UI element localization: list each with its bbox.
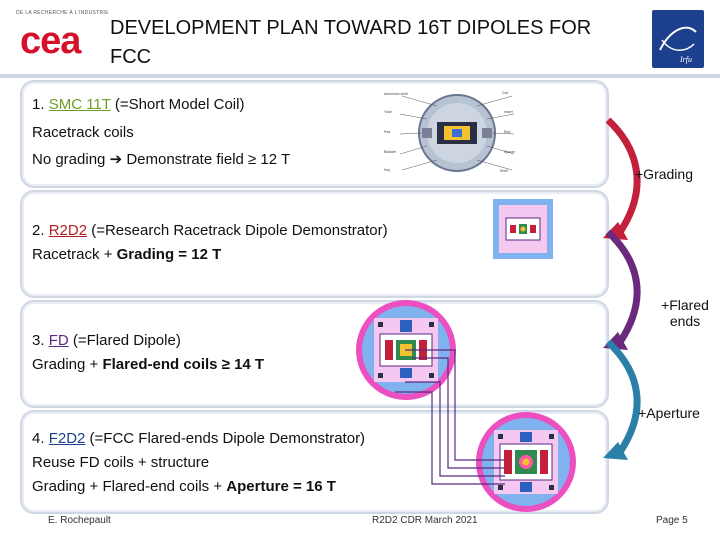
step-3-line2-b: Flared-end coils ≥ 14 T <box>102 356 265 373</box>
svg-text:Shell: Shell <box>500 169 508 173</box>
step-3-name: FD <box>48 332 69 349</box>
step-4-line3: Grading + Flared-end coils + Aperture = … <box>32 478 336 495</box>
step-4-desc: (=FCC Flared-ends Dipole Demonstrator) <box>89 430 366 447</box>
svg-text:Pad: Pad <box>384 130 390 134</box>
step-3-box: 3. FD (=Flared Dipole) Grading + Flared-… <box>20 300 609 408</box>
step-2-line2-b: Grading = 12 T <box>116 246 222 263</box>
step-1-line2: Racetrack coils <box>32 124 134 141</box>
svg-text:Coil: Coil <box>502 91 508 95</box>
step-4-name: F2D2 <box>48 430 86 447</box>
step-2-name: R2D2 <box>48 222 88 239</box>
step-1-box: 1. SMC 11T (=Short Model Coil) Racetrack… <box>20 80 609 188</box>
step-4-title: 4. F2D2 (=FCC Flared-ends Dipole Demonst… <box>32 430 365 447</box>
svg-text:Rod: Rod <box>504 130 510 134</box>
slide-title-line2: FCC <box>110 46 152 68</box>
footer-event: R2D2 CDR March 2021 <box>372 515 478 526</box>
grading-label: +Grading <box>635 166 693 182</box>
step-2-number: 2. <box>32 222 45 239</box>
svg-text:Spacer: Spacer <box>504 150 516 154</box>
step-2-title: 2. R2D2 (=Research Racetrack Dipole Demo… <box>32 222 388 239</box>
step-4-number: 4. <box>32 430 45 447</box>
header-divider <box>0 74 720 78</box>
slide-title-line1: DEVELOPMENT PLAN TOWARD 16T DIPOLES FOR <box>110 17 592 39</box>
flared-ends-label-line2: ends <box>669 313 701 329</box>
step-2-box: 2. R2D2 (=Research Racetrack Dipole Demo… <box>20 190 609 298</box>
step-2-line2: Racetrack + Grading = 12 T <box>32 246 221 263</box>
cea-logo: DE LA RECHERCHE À L'INDUSTRIE cea <box>8 8 108 68</box>
step-1-line3-a: No grading <box>32 151 106 168</box>
step-1-line3-b: Demonstrate field ≥ 12 T <box>126 151 291 168</box>
svg-text:Bladder: Bladder <box>384 150 397 154</box>
flared-arrow <box>605 229 641 344</box>
footer-page: Page 5 <box>656 515 688 526</box>
irfu-logo: Irfu <box>652 10 704 68</box>
step-4-box: 4. F2D2 (=FCC Flared-ends Dipole Demonst… <box>20 410 609 514</box>
svg-text:Yoke: Yoke <box>384 110 392 114</box>
grading-arrow <box>605 117 641 234</box>
aperture-arrow-head <box>603 442 628 460</box>
step-1-line3: No grading ➔ Demonstrate field ≥ 12 T <box>32 150 290 168</box>
step-3-line2: Grading + Flared-end coils ≥ 14 T <box>32 356 264 373</box>
step-3-title: 3. FD (=Flared Dipole) <box>32 332 181 349</box>
cea-tagline: DE LA RECHERCHE À L'INDUSTRIE <box>16 10 109 16</box>
step-3-line2-a: Grading + <box>32 356 103 373</box>
right-arrow-icon: ➔ <box>109 151 123 168</box>
svg-text:Insert: Insert <box>504 110 513 114</box>
step-4-line3-a: Grading + Flared-end coils + <box>32 478 227 495</box>
cea-logo-text: cea <box>20 20 81 62</box>
flared-ends-label: +Flared ends <box>650 297 720 329</box>
aperture-arrow <box>605 339 641 454</box>
slide-title: DEVELOPMENT PLAN TOWARD 16T DIPOLES FOR … <box>110 14 630 72</box>
svg-text:Irfu: Irfu <box>679 55 692 64</box>
step-3-desc: (=Flared Dipole) <box>72 332 181 349</box>
footer-author: E. Rochepault <box>48 515 111 526</box>
svg-text:Aluminum shell: Aluminum shell <box>384 92 408 96</box>
step-1-number: 1. <box>32 96 45 113</box>
step-4-line3-b: Aperture = 16 T <box>226 478 336 495</box>
r2d2-magnet-icon <box>493 199 553 259</box>
step-1-desc: (=Short Model Coil) <box>114 96 245 113</box>
step-1-title: 1. SMC 11T (=Short Model Coil) <box>32 96 244 113</box>
slide-header: DE LA RECHERCHE À L'INDUSTRIE cea DEVELO… <box>0 0 720 78</box>
step-4-line2: Reuse FD coils + structure <box>32 454 210 471</box>
aperture-label: +Aperture <box>638 405 700 421</box>
flared-ends-label-line1: +Flared <box>661 297 709 313</box>
step-1-name: SMC 11T <box>48 96 111 113</box>
step-2-line2-a: Racetrack + <box>32 246 117 263</box>
step-3-number: 3. <box>32 332 45 349</box>
step-2-desc: (=Research Racetrack Dipole Demonstrator… <box>91 222 388 239</box>
svg-text:Key: Key <box>384 168 390 172</box>
